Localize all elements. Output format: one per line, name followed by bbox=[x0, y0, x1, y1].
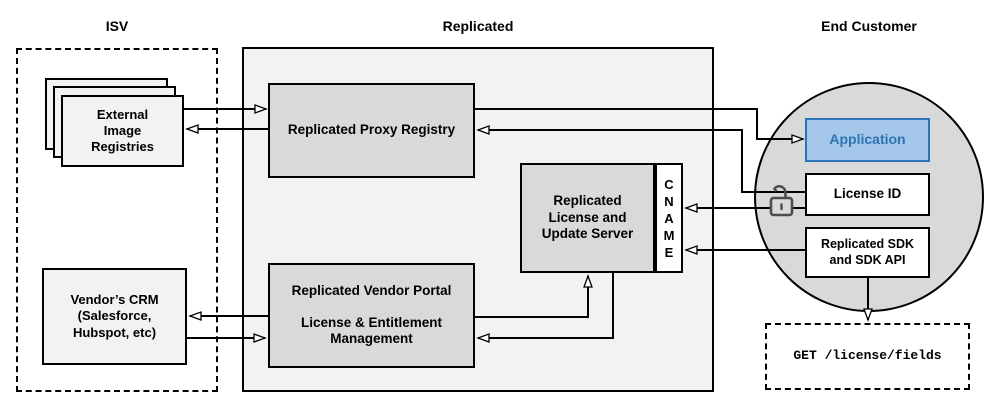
vendor-portal-subtitle: License & Entitlement Management bbox=[300, 314, 443, 347]
isv-region-border bbox=[16, 48, 218, 392]
vendor-portal-title: Replicated Vendor Portal bbox=[291, 282, 452, 298]
open-lock-icon bbox=[764, 178, 798, 218]
get-license-fields-box: GET /license/fields bbox=[765, 323, 970, 390]
replicated-license-update-server-box: Replicated License and Update Server bbox=[520, 163, 655, 273]
isv-section-label: ISV bbox=[105, 18, 129, 34]
vendors-crm-box: Vendor’s CRM (Salesforce, Hubspot, etc) bbox=[42, 268, 187, 365]
application-box: Application bbox=[805, 118, 930, 162]
replicated-section-label: Replicated bbox=[442, 18, 514, 34]
end-customer-section-label: End Customer bbox=[821, 18, 917, 34]
license-id-box: License ID bbox=[805, 173, 930, 216]
replicated-sdk-box: Replicated SDK and SDK API bbox=[805, 227, 930, 278]
external-image-registries-box: External Image Registries bbox=[61, 95, 184, 167]
replicated-vendor-portal-box: Replicated Vendor Portal License & Entit… bbox=[268, 263, 475, 368]
replicated-proxy-registry-box: Replicated Proxy Registry bbox=[268, 83, 475, 178]
cname-box: CNAME bbox=[655, 163, 683, 273]
